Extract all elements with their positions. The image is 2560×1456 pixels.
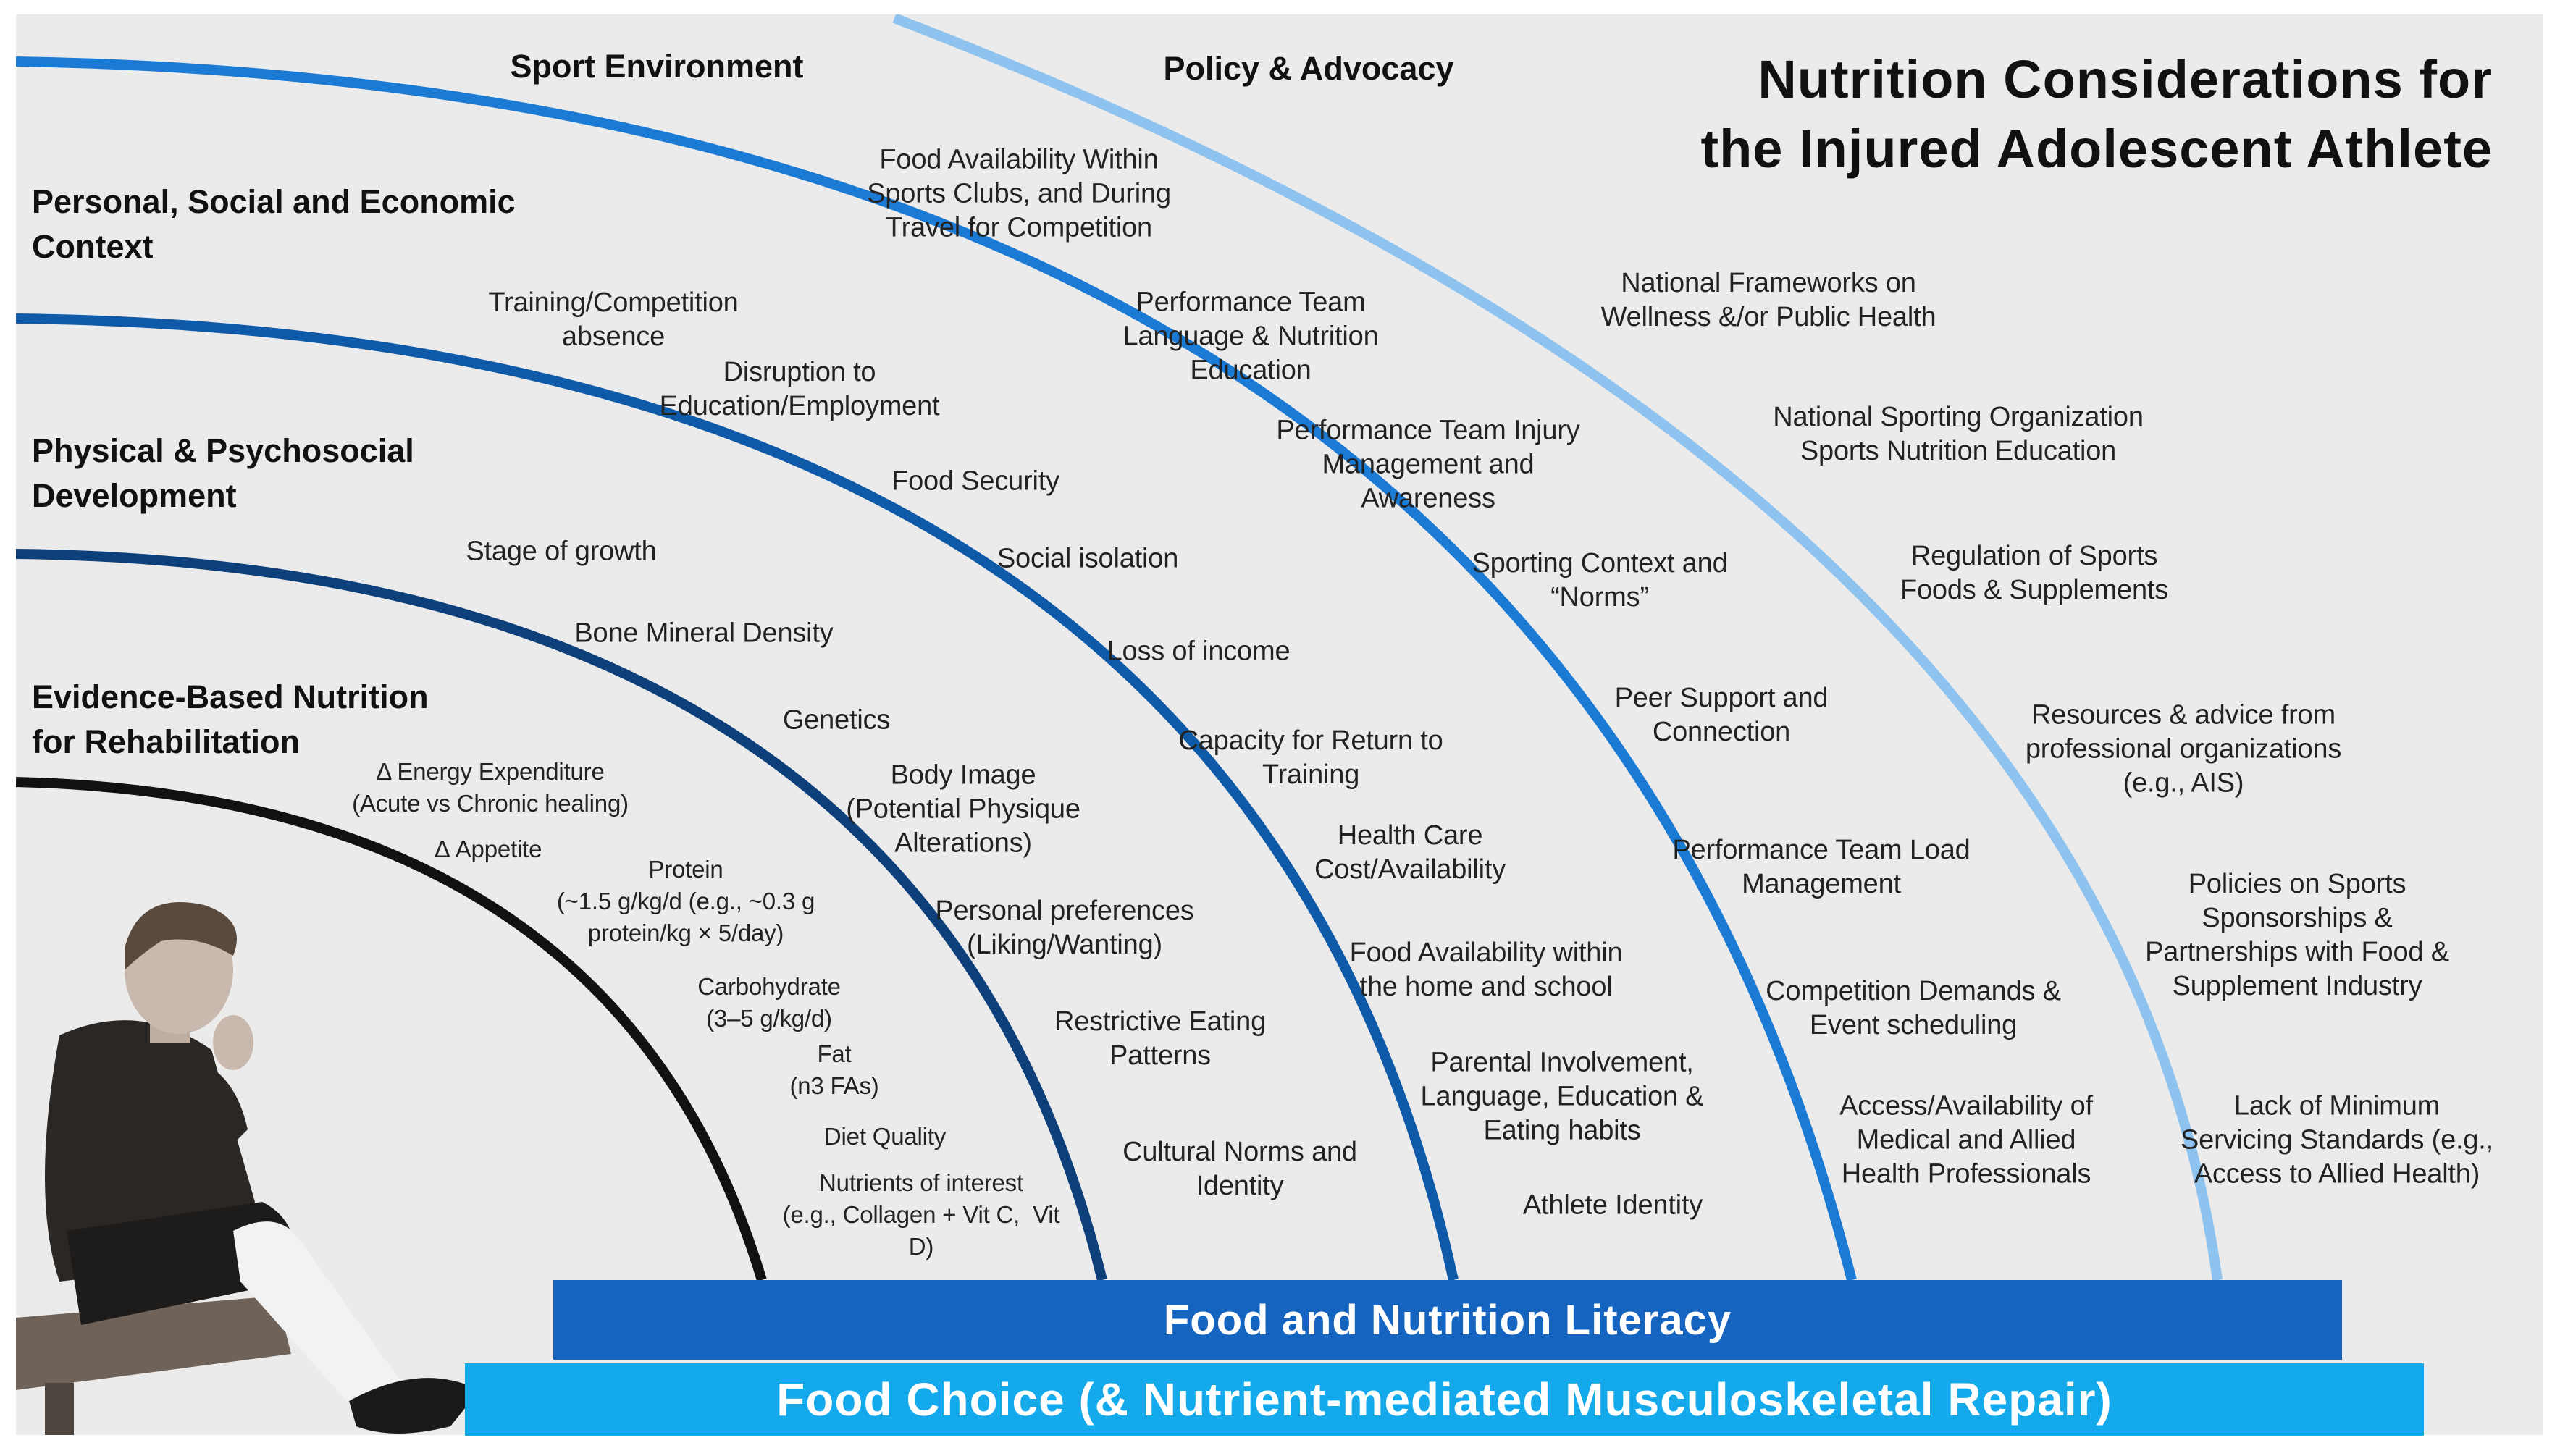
evidence-item: Δ Energy Expenditure (Acute vs Chronic h… <box>352 758 629 817</box>
physical-item: Personal preferences (Liking/Wanting) <box>935 896 1194 960</box>
personal-item: Parental Involvement, Language, Educatio… <box>1420 1047 1704 1146</box>
athlete-hand <box>213 1015 253 1070</box>
policy-item: National Frameworks on Wellness &/or Pub… <box>1600 268 1936 332</box>
layer-header-personal: Personal, Social and Economic Context <box>32 183 516 265</box>
athlete-shoe <box>349 1378 479 1434</box>
layer-header-policy: Policy & Advocacy <box>1163 50 1454 87</box>
sport-item: Access/Availability of Medical and Allie… <box>1839 1090 2093 1190</box>
policy-item: Lack of Minimum Servicing Standards (e.g… <box>2180 1090 2494 1190</box>
policy-item: Regulation of Sports Foods & Supplements <box>1900 541 2169 605</box>
policy-item: Policies on Sports Sponsorships & Partne… <box>2145 869 2449 1001</box>
personal-item: Health Care Cost/Availability <box>1314 820 1506 885</box>
food-nutrition-literacy-bar: Food and Nutrition Literacy <box>553 1280 2342 1360</box>
personal-item: Athlete Identity <box>1522 1190 1703 1221</box>
personal-item: Capacity for Return to Training <box>1178 725 1443 790</box>
arc-sport <box>16 56 1857 1282</box>
policy-item: National Sporting Organization Sports Nu… <box>1773 402 2144 466</box>
bench <box>16 1296 291 1390</box>
arc-physical <box>16 549 1107 1282</box>
personal-item: Food Availability within the home and sc… <box>1349 938 1623 1002</box>
arc-policy <box>892 14 2223 1281</box>
evidence-item: Δ Appetite <box>434 836 542 862</box>
evidence-item: Diet Quality <box>823 1123 947 1150</box>
athlete-arm <box>175 1057 248 1144</box>
evidence-item: Fat (n3 FAs) <box>789 1040 879 1099</box>
athlete-hair <box>125 902 237 970</box>
arc-evidence <box>16 777 767 1282</box>
personal-item: Food Security <box>891 466 1059 497</box>
food-choice-bar: Food Choice (& Nutrient-mediated Musculo… <box>465 1363 2424 1436</box>
evidence-item: Nutrients of interest (e.g., Collagen + … <box>782 1169 1060 1260</box>
sport-item: Peer Support and Connection <box>1614 683 1829 747</box>
evidence-item: Carbohydrate (3–5 g/kg/d) <box>697 973 841 1032</box>
physical-item: Cultural Norms and Identity <box>1122 1137 1357 1201</box>
physical-item: Stage of growth <box>466 536 657 567</box>
layer-arcs <box>16 14 2223 1282</box>
sport-item: Performance Team Injury Management and A… <box>1276 415 1580 514</box>
physical-item: Restrictive Eating Patterns <box>1054 1006 1267 1071</box>
diagram-canvas: Personal, Social and Economic Context Ph… <box>16 14 2543 1435</box>
physical-item: Genetics <box>782 704 891 736</box>
layer-header-physical: Physical & Psychosocial Development <box>32 432 414 514</box>
personal-item: Loss of income <box>1107 636 1291 667</box>
personal-item: Social isolation <box>996 543 1179 574</box>
policy-item: Resources & advice from professional org… <box>2025 699 2342 799</box>
sport-item: Sporting Context and “Norms” <box>1472 548 1728 613</box>
title-line-2: the Injured Adolescent Athlete <box>1700 119 2493 179</box>
sport-item: Food Availability Within Sports Clubs, a… <box>867 144 1171 243</box>
evidence-item: Protein (~1.5 g/kg/d (e.g., ~0.3 g prote… <box>556 856 815 946</box>
sport-item: Performance Team Load Management <box>1672 835 1971 899</box>
personal-item: Disruption to Education/Employment <box>659 357 940 421</box>
personal-item: Training/Competition absence <box>488 287 739 352</box>
sport-item: Competition Demands & Event scheduling <box>1766 976 2061 1040</box>
diagram-title: Nutrition Considerations for the Injured… <box>1700 45 2493 184</box>
title-line-1: Nutrition Considerations for <box>1758 49 2493 109</box>
athlete-illustration <box>16 902 479 1435</box>
bench-leg <box>45 1383 74 1435</box>
physical-item: Bone Mineral Density <box>574 618 834 649</box>
layer-header-sport: Sport Environment <box>510 48 804 85</box>
layer-header-evidence: Evidence-Based Nutrition for Rehabilitat… <box>32 678 429 760</box>
athlete-bandaged-leg <box>233 1221 407 1412</box>
sport-item: Performance Team Language & Nutrition Ed… <box>1122 287 1379 386</box>
physical-item: Body Image (Potential Physique Alteratio… <box>846 759 1080 859</box>
arc-personal <box>16 313 1459 1282</box>
